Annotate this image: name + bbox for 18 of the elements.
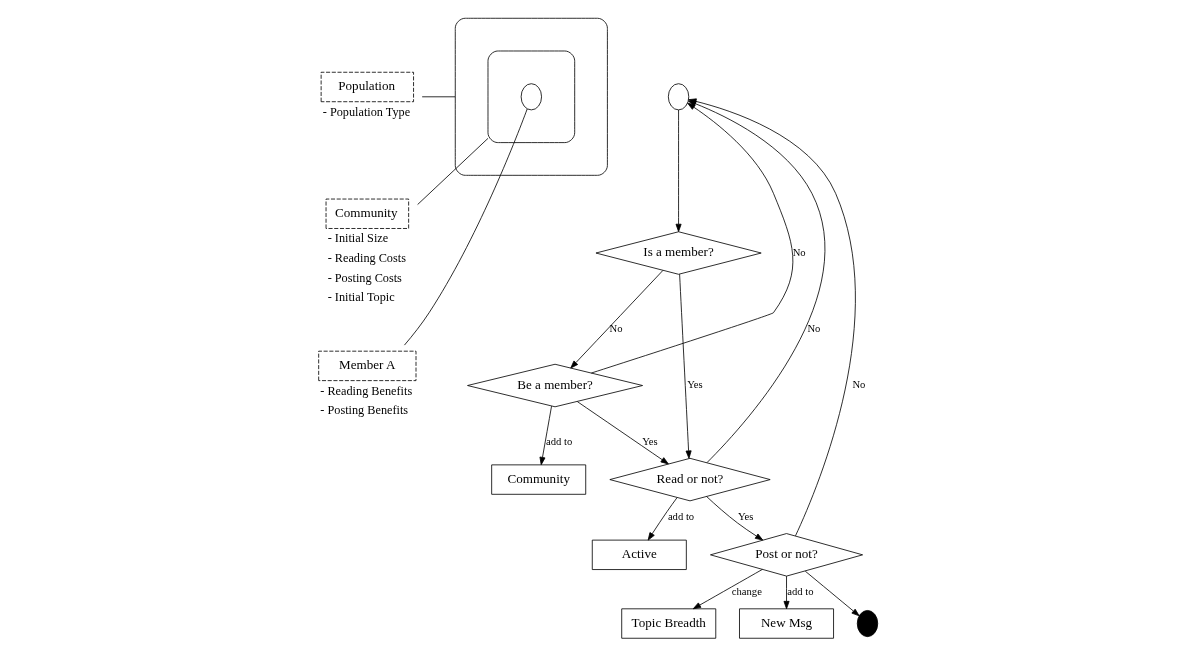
edge-label: add to — [787, 586, 814, 598]
edge-label: change — [731, 586, 762, 598]
edge-label: No — [609, 322, 623, 334]
edge-label: Yes — [687, 379, 703, 391]
node-label: - Posting Benefits — [320, 403, 409, 418]
edge-label: No — [807, 322, 821, 334]
edge-label: add to — [546, 435, 573, 447]
node-label: - Initial Size — [327, 231, 389, 246]
node-label: - Initial Topic — [327, 290, 395, 305]
edge-label: No — [852, 379, 866, 391]
node-label: - Posting Costs — [327, 270, 402, 285]
node-label: - Reading Benefits — [320, 383, 413, 398]
node-label: - Reading Costs — [327, 251, 406, 266]
edge-label: No — [792, 246, 806, 258]
edge-label: Yes — [737, 510, 754, 522]
node-label: - Population Type — [322, 104, 411, 119]
edge-label: add to — [667, 510, 695, 522]
edge-label: Yes — [642, 435, 658, 447]
